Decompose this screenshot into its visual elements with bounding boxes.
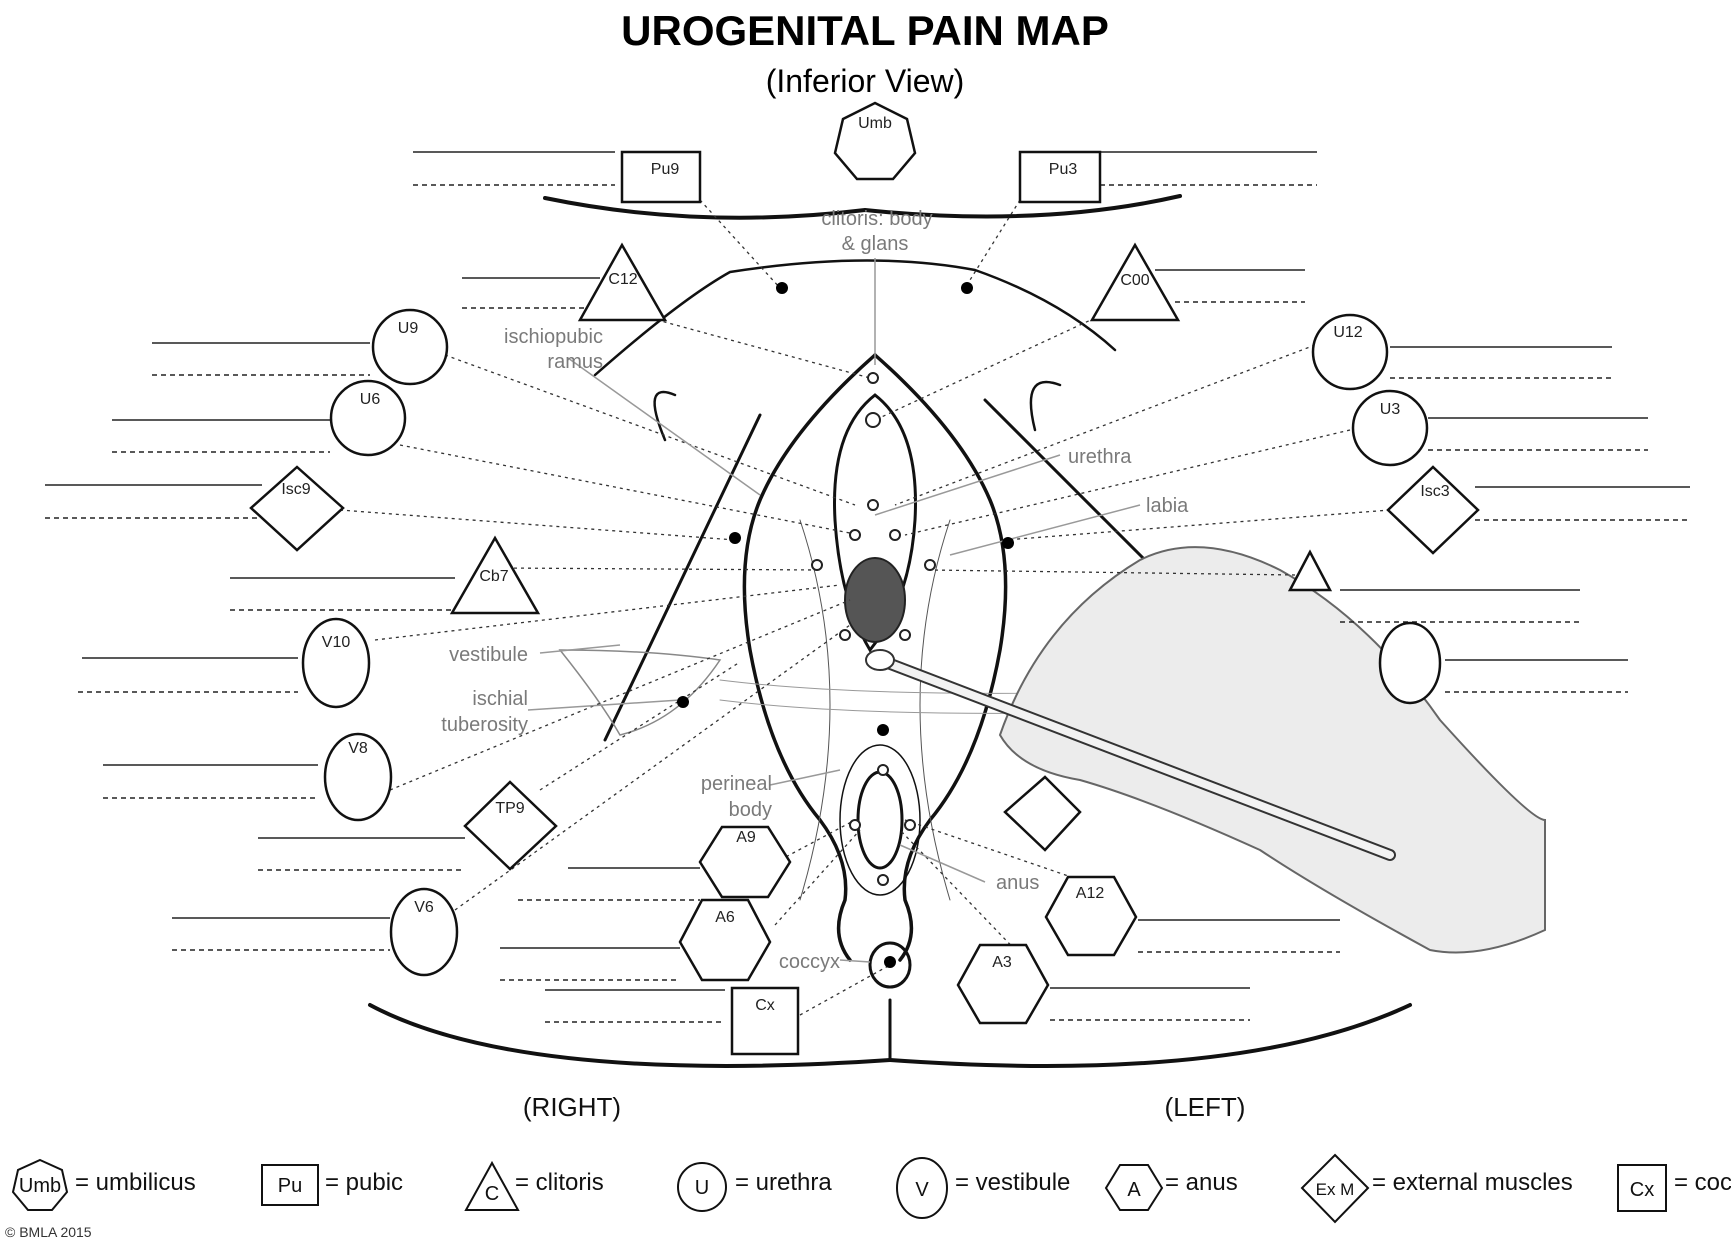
marker-v6-label: V6 <box>414 899 434 916</box>
marker-u3-shape <box>1351 389 1429 467</box>
legend-cx-text: = coc <box>1674 1169 1731 1196</box>
marker-a6-shape <box>678 898 772 982</box>
legend-u-icon <box>677 1162 727 1212</box>
legend-u-symbol: U <box>695 1177 709 1199</box>
marker-u6-shape <box>329 379 407 457</box>
label-perineal-1: perineal <box>701 773 772 795</box>
page-subtitle: (Inferior View) <box>766 63 965 99</box>
legend-c-symbol: C <box>485 1183 499 1205</box>
label-clitoris-2: & glans <box>842 233 909 255</box>
hand-with-swab <box>865 546 1546 954</box>
marker-pu3-label: Pu3 <box>1049 161 1078 178</box>
marker-tp9-shape <box>463 780 558 871</box>
copyright: © BMLA 2015 <box>5 1224 92 1239</box>
marker-a12-label: A12 <box>1076 885 1105 902</box>
marker-v8-shape <box>323 732 393 822</box>
marker-a9-label: A9 <box>736 829 756 846</box>
marker-umb-shape <box>833 101 917 181</box>
marker-a9-shape <box>698 825 792 899</box>
marker-cx-label: Cx <box>755 997 775 1014</box>
marker-shapes <box>249 101 1480 1056</box>
marker-c00-shape <box>1089 242 1181 322</box>
point-marks <box>677 282 1014 968</box>
marker-c12-label: C12 <box>608 271 637 288</box>
marker-exm-hidden-shape <box>1003 775 1082 852</box>
marker-c00-label: C00 <box>1120 272 1149 289</box>
marker-v-hidden-shape <box>1378 621 1442 705</box>
label-coccyx: coccyx <box>779 951 840 973</box>
legend-a-symbol: A <box>1127 1179 1141 1201</box>
legend-v-icon <box>896 1157 948 1219</box>
legend-pu-text: = pubic <box>325 1169 403 1196</box>
legend-cx-icon <box>1617 1164 1667 1212</box>
legend-exm-icon <box>1300 1153 1370 1224</box>
marker-cx-shape <box>730 986 800 1056</box>
label-ischial-1: ischial <box>472 688 528 710</box>
anatomy-labels: clitoris: body & glans ischiopubic ramus… <box>441 208 1189 973</box>
marker-pu9-shape <box>620 150 702 204</box>
marker-isc3-shape <box>1386 465 1480 555</box>
legend-c-text: = clitoris <box>515 1169 604 1196</box>
marker-cb7-shape <box>449 535 541 615</box>
marker-u9-label: U9 <box>398 320 419 337</box>
legend: Umb = umbilicus Pu = pubic C = clitoris … <box>11 1153 1731 1224</box>
marker-v10-shape <box>301 617 371 709</box>
marker-a3-label: A3 <box>992 954 1012 971</box>
legend-a-text: = anus <box>1165 1169 1238 1196</box>
legend-v-symbol: V <box>915 1179 929 1201</box>
label-anus: anus <box>996 872 1039 894</box>
legend-exm-text: = external muscles <box>1372 1169 1573 1196</box>
leader-lines <box>339 199 1391 1016</box>
side-label-right: (RIGHT) <box>523 1092 621 1122</box>
marker-u12-label: U12 <box>1333 324 1362 341</box>
label-perineal-2: body <box>729 799 772 821</box>
legend-cx-symbol: Cx <box>1630 1179 1654 1201</box>
side-label-left: (LEFT) <box>1165 1092 1246 1122</box>
marker-pu9-label: Pu9 <box>651 161 680 178</box>
marker-u12-shape <box>1311 313 1389 391</box>
marker-u9-shape <box>371 308 449 386</box>
marker-labels: Umb Pu9 Pu3 C12 C00 U9 U12 U6 U3 Isc9 Is… <box>281 115 1449 1014</box>
marker-u3-label: U3 <box>1380 401 1401 418</box>
marker-u6-label: U6 <box>360 391 381 408</box>
marker-pu3-shape <box>1018 150 1102 204</box>
marker-a6-label: A6 <box>715 909 735 926</box>
marker-v8-label: V8 <box>348 740 368 757</box>
answer-lines <box>45 151 1690 1023</box>
legend-pu-symbol: Pu <box>278 1175 302 1197</box>
anatomy-drawing <box>368 194 1412 1068</box>
legend-umb-icon <box>11 1158 69 1211</box>
label-urethra: urethra <box>1068 446 1132 468</box>
label-ischiopubic-1: ischiopubic <box>504 326 603 348</box>
marker-umb-label: Umb <box>858 115 892 132</box>
marker-v10-label: V10 <box>322 634 351 651</box>
marker-c12-shape <box>577 242 668 322</box>
label-vestibule: vestibule <box>449 644 528 666</box>
legend-umb-text: = umbilicus <box>75 1169 196 1196</box>
marker-a3-shape <box>956 943 1050 1025</box>
legend-exm-symbol: Ex M <box>1316 1180 1355 1199</box>
marker-cb7-label: Cb7 <box>479 568 508 585</box>
label-clitoris-1: clitoris: body <box>821 208 932 230</box>
marker-isc3-label: Isc3 <box>1420 483 1449 500</box>
marker-a12-shape <box>1044 875 1138 957</box>
anatomy-leader-lines <box>527 258 1141 963</box>
label-ischial-2: tuberosity <box>441 714 528 736</box>
page-title: UROGENITAL PAIN MAP <box>621 7 1109 54</box>
legend-u-text: = urethra <box>735 1169 832 1196</box>
marker-v6-shape <box>389 887 459 977</box>
legend-c-icon <box>464 1160 520 1211</box>
marker-isc9-label: Isc9 <box>281 481 310 498</box>
marker-tp9-label: TP9 <box>495 800 524 817</box>
legend-a-icon <box>1104 1164 1164 1211</box>
marker-isc9-shape <box>249 465 345 552</box>
legend-pu-icon <box>261 1164 319 1206</box>
marker-c-hidden-shape <box>1287 549 1333 592</box>
legend-umb-symbol: Umb <box>19 1175 61 1197</box>
legend-v-text: = vestibule <box>955 1169 1070 1196</box>
label-labia: labia <box>1146 495 1189 517</box>
label-ischiopubic-2: ramus <box>547 351 603 373</box>
